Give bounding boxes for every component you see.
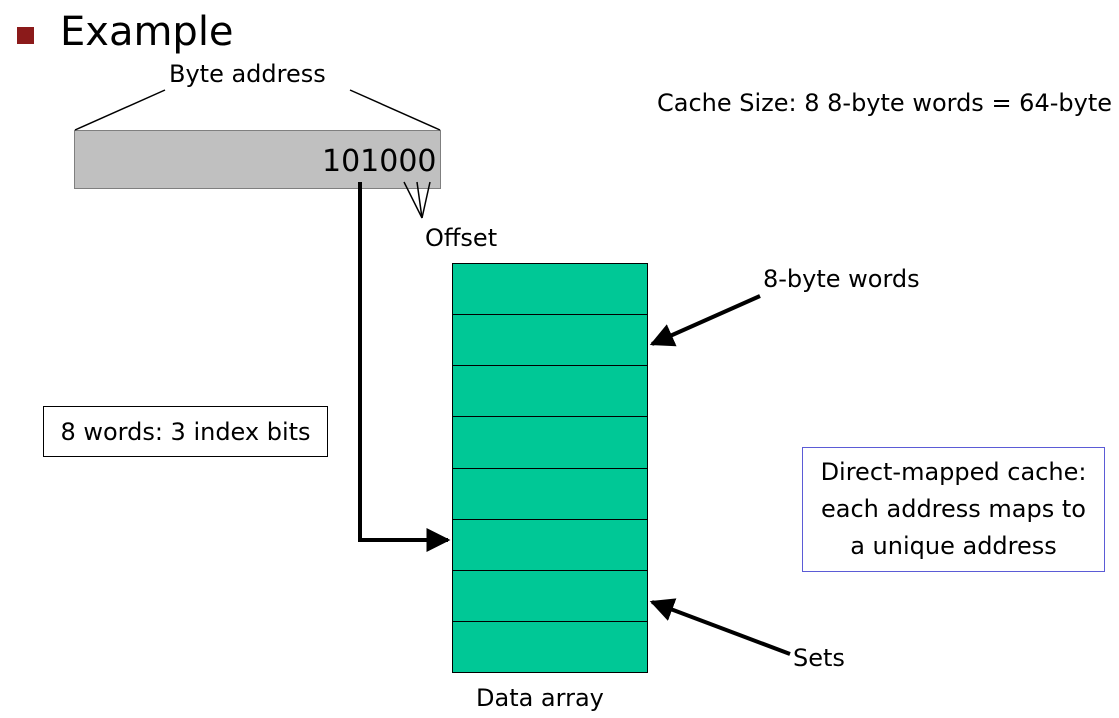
slide-title: Example bbox=[60, 9, 234, 55]
data-array-row bbox=[453, 416, 647, 467]
data-array-label: Data array bbox=[476, 684, 604, 712]
note-line-1: Direct-mapped cache: bbox=[820, 458, 1087, 486]
index-bits-label: 8 words: 3 index bits bbox=[60, 417, 311, 446]
data-array-row bbox=[453, 569, 647, 621]
data-array-row bbox=[453, 314, 647, 365]
data-array-row bbox=[453, 467, 647, 519]
index-bits-box: 8 words: 3 index bits bbox=[43, 406, 328, 457]
byte-address-label: Byte address bbox=[169, 60, 326, 88]
data-array-row bbox=[453, 365, 647, 416]
cache-size-label: Cache Size: 8 8-byte words = 64-byte bbox=[657, 89, 1112, 117]
direct-mapped-note: Direct-mapped cache: each address maps t… bbox=[802, 447, 1105, 572]
address-value: 101000 bbox=[322, 144, 437, 179]
offset-line-2 bbox=[416, 181, 423, 219]
words-label: 8-byte words bbox=[763, 265, 920, 293]
bullet-square-icon bbox=[17, 27, 34, 44]
offset-label: Offset bbox=[425, 224, 498, 252]
note-line-2: each address maps to bbox=[821, 495, 1086, 523]
offset-line-1 bbox=[403, 181, 423, 219]
sets-label: Sets bbox=[793, 644, 845, 672]
address-box bbox=[74, 130, 441, 189]
offset-line-3 bbox=[421, 181, 431, 219]
data-array-row bbox=[453, 518, 647, 570]
brace-line-left bbox=[74, 89, 166, 131]
data-array-row bbox=[453, 620, 647, 672]
words-arrow bbox=[649, 294, 761, 347]
brace-line-right bbox=[349, 89, 441, 131]
note-line-3: a unique address bbox=[850, 532, 1057, 560]
data-array bbox=[452, 263, 648, 673]
index-pointer-arrow bbox=[358, 182, 451, 552]
sets-arrow bbox=[649, 598, 791, 656]
